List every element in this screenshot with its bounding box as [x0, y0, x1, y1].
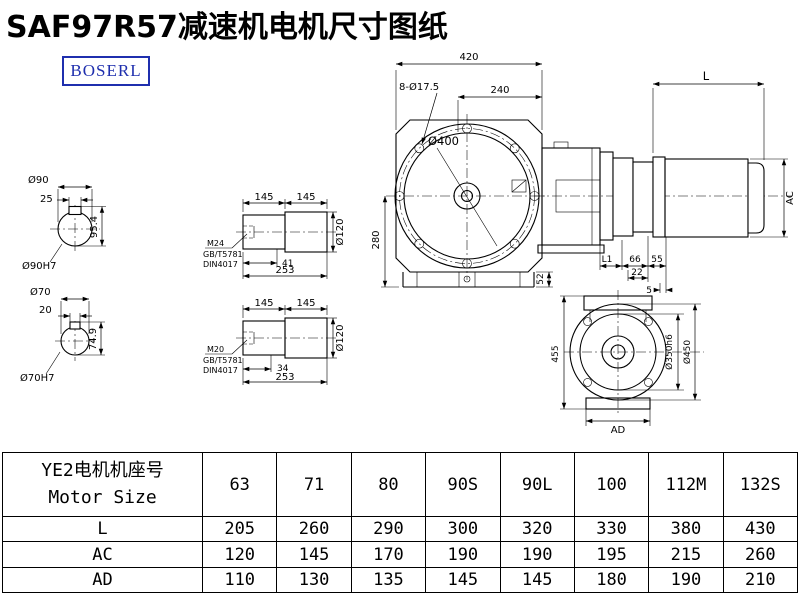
gearbox-front-view: Ø400 420 240 8-Ø17.5 280 52	[371, 52, 553, 288]
dim240-label: 240	[490, 85, 509, 96]
len145b-label: 145	[296, 192, 315, 203]
dim22-label: 22	[631, 268, 642, 278]
hollow-shaft-90-view: 145 145 Ø120 M24 GB/T5781 DIN4017 41 253	[203, 192, 346, 279]
keywidth20-label: 20	[39, 305, 52, 316]
col-header-63: 63	[201, 451, 278, 518]
dim455-label: 455	[551, 345, 561, 362]
std-gb-label-2: GB/T5781	[203, 356, 243, 365]
col-header-80: 80	[350, 451, 427, 518]
thread-m24-label: M24	[207, 239, 224, 248]
dia120-bottom-label: Ø120	[334, 325, 346, 352]
cell-AD-5: 180	[573, 566, 650, 594]
page-title: SAF97R57减速机电机尺寸图纸	[6, 10, 448, 45]
cell-AD-4: 145	[499, 566, 575, 594]
table-header-en: Motor Size	[48, 486, 157, 508]
hollow-shaft-70-view: 145 145 Ø120 M20 GB/T5781 DIN4017 34 253	[203, 298, 346, 385]
cell-L-2: 290	[350, 516, 427, 543]
technical-drawing: Ø90 25 95.4 Ø90H7 Ø70 20 74.9 Ø70H7	[20, 52, 796, 436]
std-din-label-2: DIN4017	[203, 366, 238, 375]
shaft-section-70-view: Ø70 20 74.9 Ø70H7	[20, 286, 105, 384]
engage34-label: 34	[277, 364, 289, 374]
total253a-label: 253	[275, 265, 294, 276]
cell-AC-7: 260	[722, 541, 799, 568]
cell-AC-1: 145	[276, 541, 352, 568]
keydepth749-label: 74.9	[88, 328, 99, 350]
cell-AD-1: 130	[276, 566, 352, 594]
std-din-label-1: DIN4017	[203, 260, 238, 269]
motor-size-table: YE2电机机座号 Motor Size 63 71 80 90S 90L 100…	[2, 451, 799, 594]
dimAD-label: AD	[611, 425, 626, 436]
total253b-label: 253	[275, 372, 294, 383]
col-header-112m: 112M	[648, 451, 724, 518]
dim5-label: 5	[646, 286, 652, 296]
row-label-AD: AD	[2, 566, 203, 594]
cell-L-5: 330	[573, 516, 650, 543]
dim66-label: 66	[629, 255, 641, 265]
col-header-90l: 90L	[499, 451, 575, 518]
bore70h7-label: Ø70H7	[20, 372, 54, 384]
col-header-132s: 132S	[722, 451, 799, 518]
table-header-cn: YE2电机机座号	[41, 460, 164, 482]
cell-AC-4: 190	[499, 541, 575, 568]
dia90-label: Ø90	[28, 174, 49, 186]
table-row-AC: AC 120 145 170 190 190 195 215 260	[2, 541, 799, 568]
dimL-label: L	[703, 69, 710, 83]
boserl-logo: BOSERL	[62, 56, 150, 86]
dia120-top-label: Ø120	[334, 219, 346, 246]
cell-AD-3: 145	[425, 566, 501, 594]
engage41-label: 41	[282, 259, 293, 269]
boserl-logo-text: BOSERL	[70, 61, 142, 80]
output-flange-view: 455 Ø350h6 Ø450 AD	[551, 290, 704, 436]
dia350-label: Ø350h6	[664, 334, 675, 370]
len145d-label: 145	[296, 298, 315, 309]
dim55-label: 55	[651, 255, 662, 265]
thread-m20-label: M20	[207, 345, 224, 354]
dim280-label: 280	[371, 230, 382, 249]
cell-AC-3: 190	[425, 541, 501, 568]
col-header-71: 71	[276, 451, 352, 518]
keydepth954-label: 95.4	[89, 216, 100, 238]
table-header-row: YE2电机机座号 Motor Size 63 71 80 90S 90L 100…	[2, 451, 799, 518]
cell-AC-2: 170	[350, 541, 427, 568]
table-row-L: L 205 260 290 300 320 330 380 430	[2, 516, 799, 543]
len145c-label: 145	[254, 298, 273, 309]
holes-label: 8-Ø17.5	[399, 81, 439, 93]
cell-L-7: 430	[722, 516, 799, 543]
cell-AD-6: 190	[648, 566, 724, 594]
keywidth25-label: 25	[40, 194, 53, 205]
shaft-section-90-view: Ø90 25 95.4 Ø90H7	[22, 174, 106, 272]
cell-AD-0: 110	[201, 566, 278, 594]
col-header-90s: 90S	[425, 451, 501, 518]
std-gb-label-1: GB/T5781	[203, 250, 243, 259]
row-label-L: L	[2, 516, 203, 543]
cell-AC-5: 195	[573, 541, 650, 568]
dia450-label: Ø450	[682, 340, 693, 365]
table-row-AD: AD 110 130 135 145 145 180 190 210	[2, 566, 799, 594]
cell-L-4: 320	[499, 516, 575, 543]
col-header-100: 100	[573, 451, 650, 518]
dim420-label: 420	[459, 52, 478, 63]
cell-AD-2: 135	[350, 566, 427, 594]
cell-AD-7: 210	[722, 566, 799, 594]
dia70-label: Ø70	[30, 286, 51, 298]
cell-L-1: 260	[276, 516, 352, 543]
cell-L-0: 205	[201, 516, 278, 543]
dimAC-label: AC	[785, 191, 796, 205]
bore90h7-label: Ø90H7	[22, 260, 56, 272]
cell-AC-6: 215	[648, 541, 724, 568]
table-header-cell: YE2电机机座号 Motor Size	[2, 451, 203, 518]
row-label-AC: AC	[2, 541, 203, 568]
dia400-label: Ø400	[428, 134, 459, 148]
dim52-label: 52	[536, 273, 546, 284]
len145a-label: 145	[254, 192, 273, 203]
gearbox-motor-side-view: L AC L1 66 55 22 5	[534, 69, 796, 296]
cell-L-3: 300	[425, 516, 501, 543]
dimL1-label: L1	[602, 255, 613, 265]
cell-L-6: 380	[648, 516, 724, 543]
cell-AC-0: 120	[201, 541, 278, 568]
